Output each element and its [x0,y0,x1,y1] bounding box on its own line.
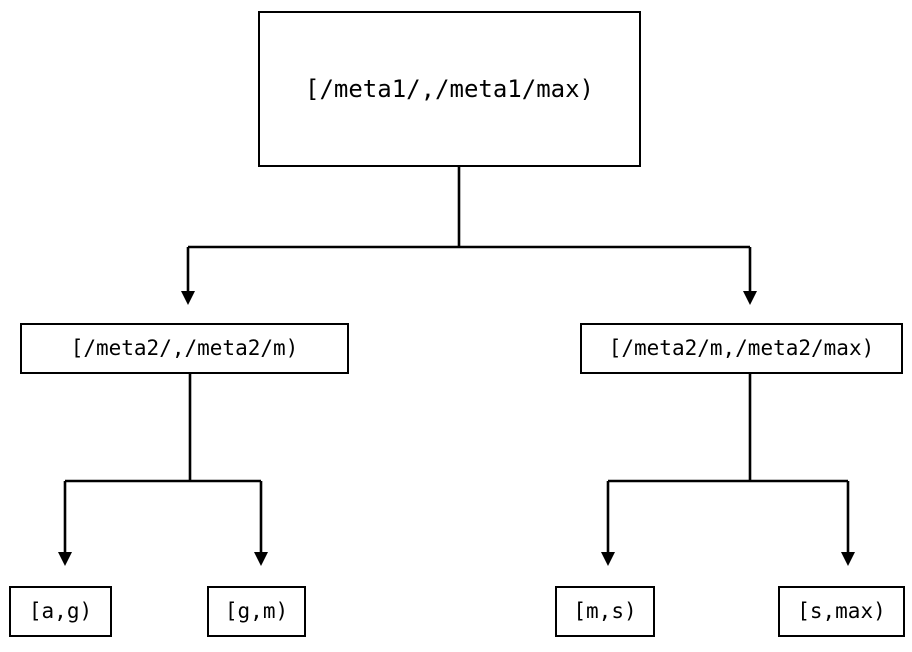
edge-meta2-upper-to-leaves [601,374,855,566]
tree-node-meta2-lower-label: [/meta2/,/meta2/m) [70,336,299,360]
tree-node-leaf-g-m[interactable]: [g,m) [207,586,306,637]
tree-node-root-label: [/meta1/,/meta1/max) [305,75,594,103]
tree-node-leaf-s-max-label: [s,max) [797,599,886,623]
tree-node-leaf-m-s[interactable]: [m,s) [555,586,655,637]
tree-node-meta2-upper[interactable]: [/meta2/m,/meta2/max) [580,323,903,374]
tree-node-leaf-g-m-label: [g,m) [224,599,289,623]
tree-node-leaf-s-max[interactable]: [s,max) [778,586,905,637]
tree-node-meta2-upper-label: [/meta2/m,/meta2/max) [608,336,875,360]
tree-node-leaf-a-g[interactable]: [a,g) [9,586,112,637]
edge-meta2-lower-to-leaves [58,374,268,566]
arrowhead-leaf-s-max [841,552,855,566]
arrowhead-leaf-g-m [254,552,268,566]
arrowhead-meta2-lower [181,291,195,305]
edge-root-to-level2 [181,167,757,305]
tree-node-leaf-m-s-label: [m,s) [573,599,637,623]
tree-node-root[interactable]: [/meta1/,/meta1/max) [258,11,641,167]
arrowhead-meta2-upper [743,291,757,305]
arrowhead-leaf-m-s [601,552,615,566]
tree-node-leaf-a-g-label: [a,g) [28,599,93,623]
tree-node-meta2-lower[interactable]: [/meta2/,/meta2/m) [20,323,349,374]
arrowhead-leaf-a-g [58,552,72,566]
